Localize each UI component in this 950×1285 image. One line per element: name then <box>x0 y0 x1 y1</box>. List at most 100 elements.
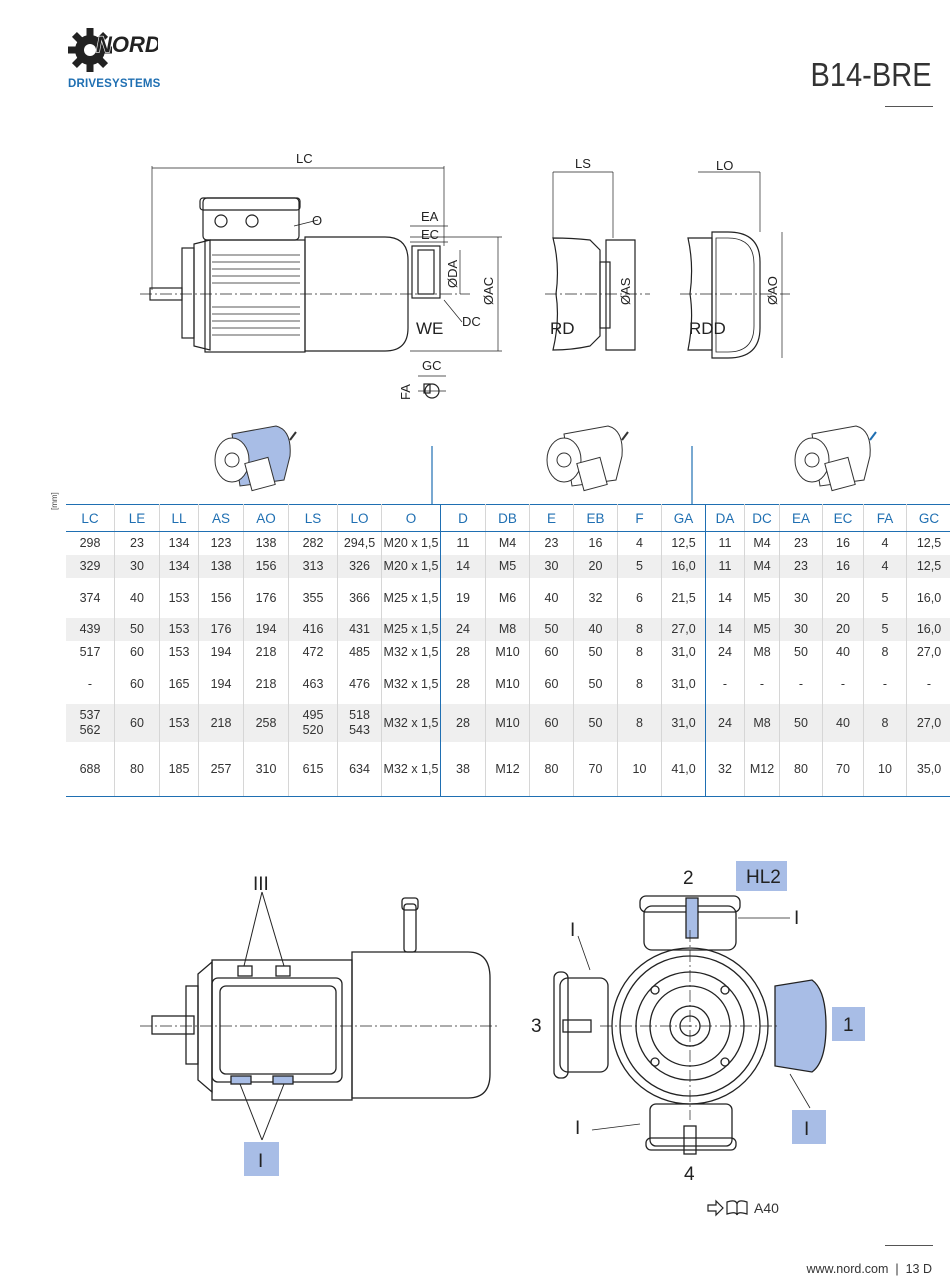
table-cell: 4 <box>863 531 907 555</box>
table-cell: 194 <box>198 664 244 704</box>
label-i-side: I <box>258 1151 263 1172</box>
table-cell: M12 <box>485 742 530 797</box>
table-cell: 4 <box>863 555 907 578</box>
table-cell: 8 <box>617 641 662 664</box>
table-cell: 326 <box>337 555 382 578</box>
reference-page: A40 <box>708 1200 779 1216</box>
column-header: LO <box>337 504 382 532</box>
table-cell: 31,0 <box>661 704 706 742</box>
table-cell: 463 <box>288 664 338 704</box>
book-reference-icon <box>707 1199 748 1217</box>
table-cell: M5 <box>744 578 780 618</box>
column-header: LS <box>288 504 338 532</box>
label-dc: DC <box>462 314 481 329</box>
table-cell: 310 <box>243 742 289 797</box>
table-cell: 40 <box>822 704 864 742</box>
table-cell: - <box>822 664 864 704</box>
table-cell: 50 <box>529 618 574 641</box>
page-title: B14-BRE <box>810 56 932 93</box>
table-cell: 30 <box>114 555 160 578</box>
table-cell: M8 <box>485 618 530 641</box>
label-rd: RD <box>550 319 575 338</box>
table-cell: 60 <box>529 664 574 704</box>
label-fa: FA <box>398 384 413 400</box>
label-o: O <box>312 213 322 228</box>
column-header: DB <box>485 504 530 532</box>
table-cell: M4 <box>485 531 530 555</box>
table-cell: 11 <box>705 531 745 555</box>
rdd-view <box>680 171 790 359</box>
table-cell: 20 <box>822 618 864 641</box>
label-i-left-top: I <box>570 920 575 941</box>
table-cell: 30 <box>779 578 823 618</box>
table-cell: M10 <box>485 641 530 664</box>
column-header: EA <box>779 504 823 532</box>
table-cell: 537 562 <box>66 704 115 742</box>
table-cell: 176 <box>243 578 289 618</box>
table-cell: 24 <box>705 704 745 742</box>
table-cell: 313 <box>288 555 338 578</box>
table-cell: 12,5 <box>661 531 706 555</box>
table-cell: 153 <box>159 641 199 664</box>
table-cell: - <box>863 664 907 704</box>
footer-separator: | <box>891 1262 903 1276</box>
table-cell: 14 <box>705 578 745 618</box>
table-cell: 8 <box>617 618 662 641</box>
table-cell: 138 <box>198 555 244 578</box>
table-cell: 16 <box>822 531 864 555</box>
table-cell: 31,0 <box>661 664 706 704</box>
table-cell: 50 <box>573 641 618 664</box>
motor-thumbnail-rd <box>546 425 629 492</box>
table-cell: 23 <box>779 531 823 555</box>
table-cell: 5 <box>863 578 907 618</box>
table-cell: 27,0 <box>906 704 950 742</box>
table-cell: 156 <box>198 578 244 618</box>
column-header: AO <box>243 504 289 532</box>
table-cell: M32 x 1,5 <box>381 664 441 704</box>
table-cell: 16 <box>822 555 864 578</box>
table-cell: 27,0 <box>916 645 942 659</box>
column-header: AS <box>198 504 244 532</box>
label-ac: ØAC <box>481 277 496 305</box>
table-cell: - <box>926 676 932 691</box>
label-da: ØDA <box>445 260 460 289</box>
table-cell: 41,0 <box>661 742 706 797</box>
table-cell: 16 <box>573 531 618 555</box>
table-cell: 156 <box>243 555 289 578</box>
table-cell: 355 <box>288 578 338 618</box>
table-cell: M10 <box>485 704 530 742</box>
column-header: DA <box>705 504 745 532</box>
rd-view <box>545 171 650 351</box>
column-header: F <box>617 504 662 532</box>
label-hl2: HL2 <box>746 867 781 888</box>
page-number: 13 D <box>905 1262 932 1276</box>
table-cell: 366 <box>337 578 382 618</box>
table-cell: M32 x 1,5 <box>381 704 441 742</box>
table-cell: 374 <box>66 578 115 618</box>
table-cell: 50 <box>779 641 823 664</box>
motor-terminal-side-view <box>140 891 500 1141</box>
motor-thumbnail-rdd <box>794 425 877 492</box>
table-cell: 134 <box>159 531 199 555</box>
table-cell: M8 <box>744 704 780 742</box>
table-cell: 19 <box>440 578 486 618</box>
table-cell: 27,0 <box>661 618 706 641</box>
table-cell: 60 <box>114 704 160 742</box>
table-cell: 495 520 <box>288 704 338 742</box>
table-cell: 4 <box>617 531 662 555</box>
table-cell: 24 <box>440 618 486 641</box>
table-cell: 123 <box>198 531 244 555</box>
table-cell: - <box>779 664 823 704</box>
table-cell: M32 x 1,5 <box>381 641 441 664</box>
table-cell: 218 <box>243 641 289 664</box>
table-cell: 258 <box>243 704 289 742</box>
unit-label: [mm] <box>50 492 59 510</box>
label-1: 1 <box>843 1015 854 1036</box>
label-ec: EC <box>421 227 439 242</box>
table-cell: 298 <box>66 531 115 555</box>
